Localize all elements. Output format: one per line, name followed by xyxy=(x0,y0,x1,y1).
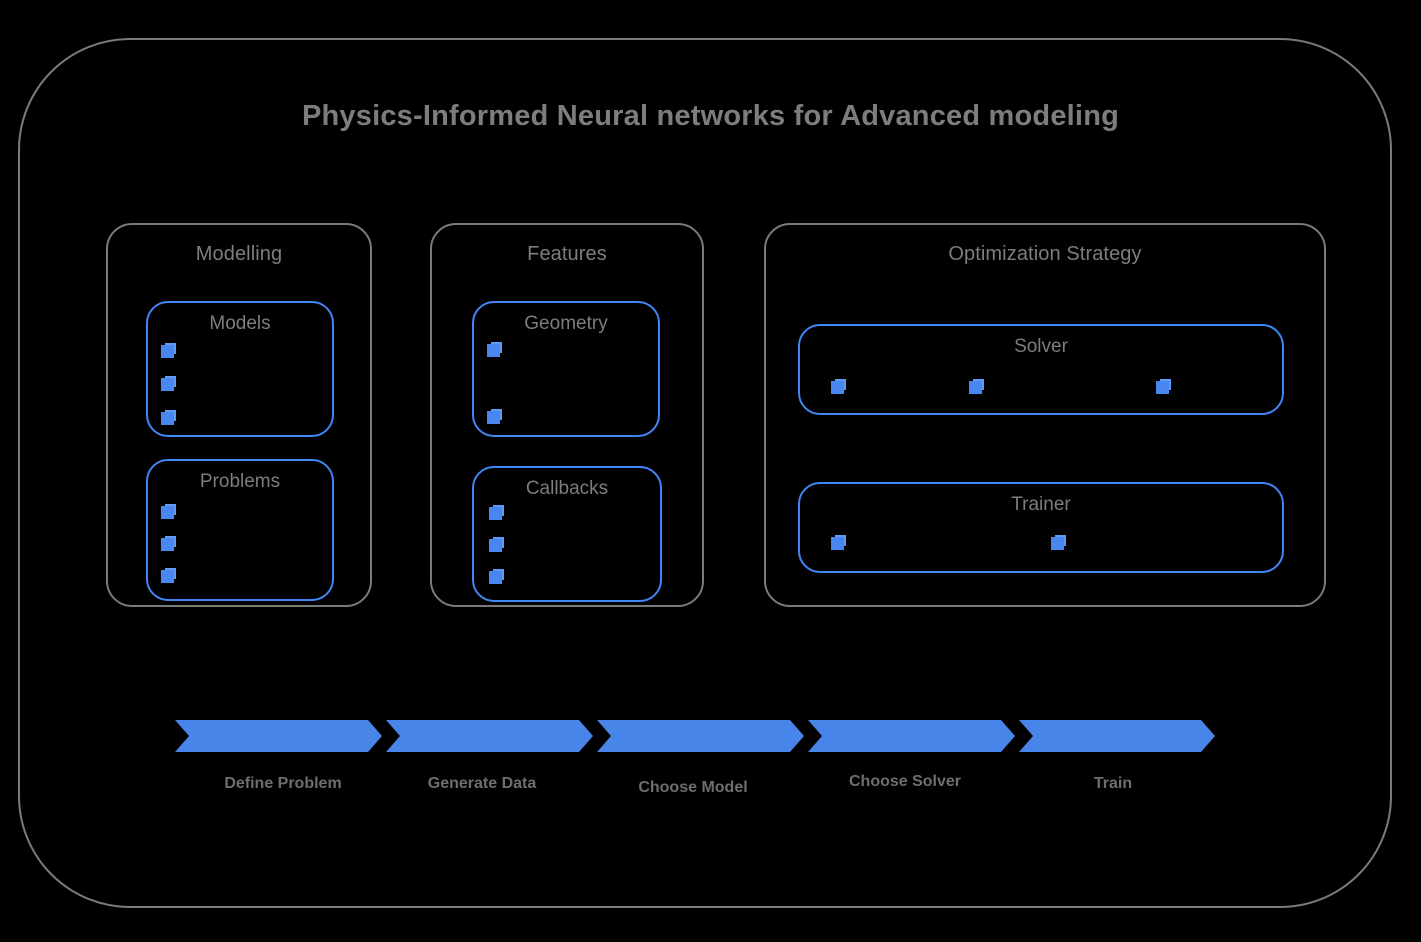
chevron-step-4[interactable] xyxy=(808,720,1015,752)
group-panel-features: Features xyxy=(430,223,704,607)
card-models[interactable]: Models xyxy=(146,301,334,437)
card-trainer[interactable]: Trainer xyxy=(798,482,1284,573)
card-title-trainer: Trainer xyxy=(1011,494,1071,515)
card-title-models: Models xyxy=(209,313,271,334)
card-geometry[interactable]: Geometry xyxy=(472,301,660,437)
group-title-features: Features xyxy=(527,243,607,265)
card-title-geometry: Geometry xyxy=(524,313,608,334)
chevron-step-1[interactable] xyxy=(175,720,382,752)
bullet-trainer-1 xyxy=(831,537,844,550)
bullet-solver-2 xyxy=(969,381,982,394)
group-panel-optimization: Optimization Strategy xyxy=(764,223,1326,607)
group-panel-modelling: Modelling xyxy=(106,223,372,607)
process-label-train: Train xyxy=(1093,775,1133,792)
bullet-geometry-1 xyxy=(487,344,500,357)
card-solver[interactable]: Solver xyxy=(798,324,1284,415)
group-title-modelling: Modelling xyxy=(195,243,283,265)
card-title-problems: Problems xyxy=(199,471,281,492)
outer-frame xyxy=(18,38,1392,908)
bullet-trainer-2 xyxy=(1051,537,1064,550)
card-title-solver: Solver xyxy=(1014,336,1068,357)
group-title-optimization: Optimization Strategy xyxy=(948,243,1142,265)
process-label-generate-data: Generate Data xyxy=(427,775,537,792)
bullet-solver-1 xyxy=(831,381,844,394)
card-title-callbacks: Callbacks xyxy=(525,478,609,499)
bullet-callbacks-1 xyxy=(489,507,502,520)
bullet-callbacks-3 xyxy=(489,571,502,584)
bullet-problems-2 xyxy=(161,538,174,551)
process-label-choose-model: Choose Model xyxy=(638,779,748,796)
bullet-geometry-2 xyxy=(487,411,500,424)
page-title: Physics-Informed Neural networks for Adv… xyxy=(301,100,1120,132)
bullet-models-2 xyxy=(161,378,174,391)
bullet-callbacks-2 xyxy=(489,539,502,552)
bullet-problems-1 xyxy=(161,506,174,519)
chevron-step-2[interactable] xyxy=(386,720,593,752)
bullet-problems-3 xyxy=(161,570,174,583)
card-callbacks[interactable]: Callbacks xyxy=(472,466,662,602)
chevron-step-5[interactable] xyxy=(1019,720,1215,752)
bullet-solver-3 xyxy=(1156,381,1169,394)
chevron-step-3[interactable] xyxy=(597,720,804,752)
process-flow-band xyxy=(175,720,1215,752)
card-problems[interactable]: Problems xyxy=(146,459,334,601)
process-label-define-problem: Define Problem xyxy=(224,775,342,792)
bullet-models-3 xyxy=(161,412,174,425)
process-label-choose-solver: Choose Solver xyxy=(848,773,962,790)
bullet-models-1 xyxy=(161,345,174,358)
